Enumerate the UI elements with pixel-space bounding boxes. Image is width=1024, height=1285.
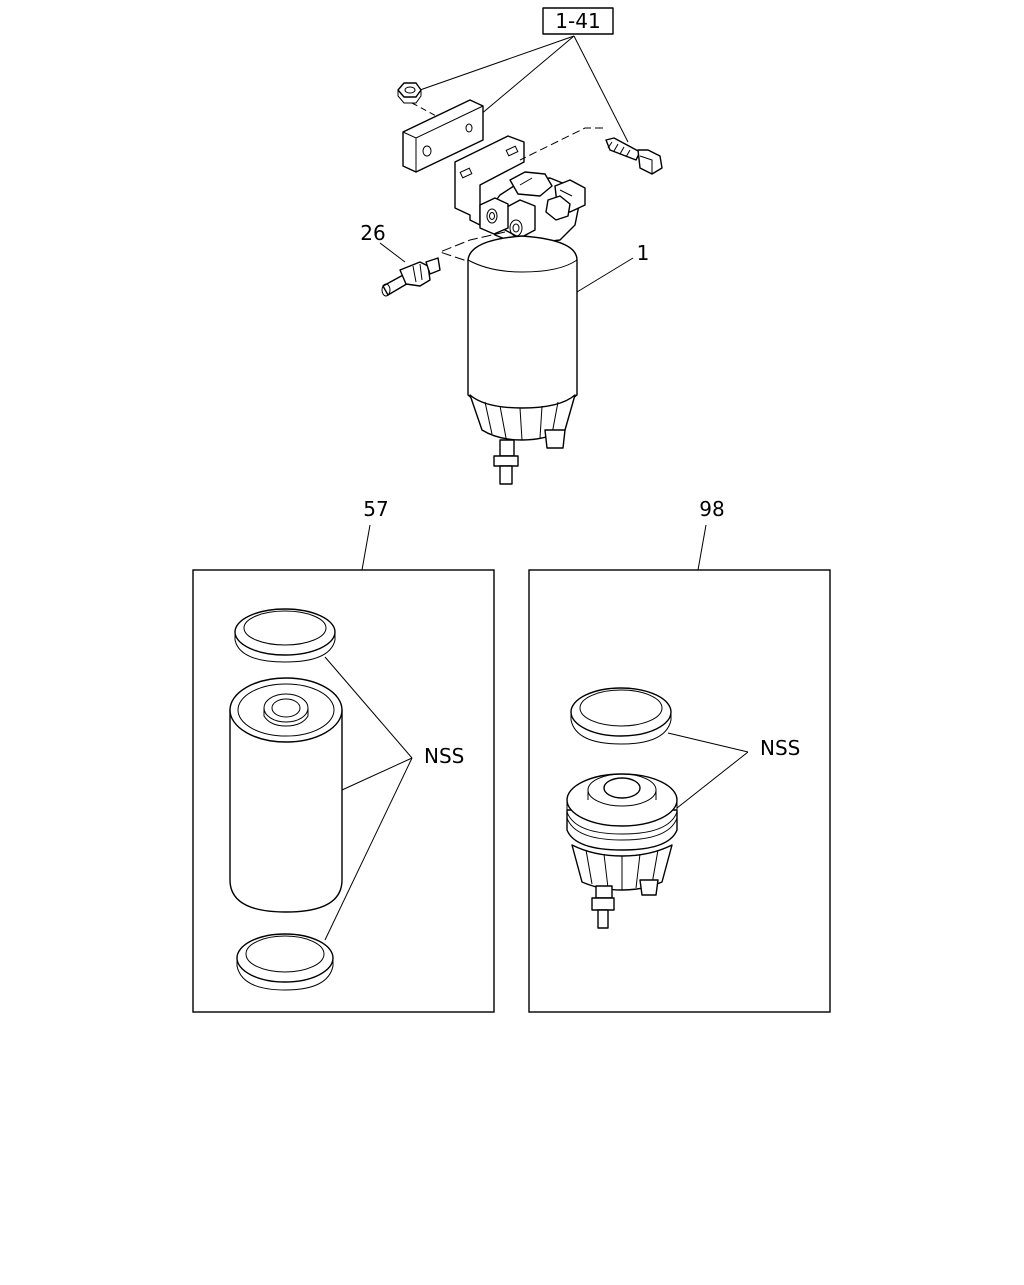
spacer-block-icon [402, 99, 484, 173]
ref-box-leaders [419, 35, 629, 143]
element-kit-panel[interactable]: NSS [192, 569, 495, 1013]
filter-body-icon [467, 235, 578, 411]
filter-head-icon [479, 171, 586, 246]
bolt-dash [519, 127, 603, 161]
top-seal-ring-icon [234, 608, 336, 663]
bowl-nss-label: NSS [760, 736, 800, 760]
filter-leader [576, 257, 634, 293]
element-kit-label: 57 [363, 497, 388, 521]
element-nss-label: NSS [424, 744, 464, 768]
ref-box[interactable]: 1-41 [542, 7, 614, 35]
bowl-icon [469, 394, 576, 485]
filter-assembly-label: 1 [637, 241, 650, 265]
bolt-icon [605, 137, 663, 175]
bowl-kit-label: 98 [699, 497, 724, 521]
nut-dash [411, 102, 441, 119]
filter-element-icon [229, 677, 343, 913]
bowl-kit-panel[interactable]: NSS [528, 569, 831, 1013]
fitting-icon [381, 257, 441, 297]
nut-icon [397, 82, 422, 104]
bowl-kit-leader [697, 524, 707, 571]
fitting-leader [379, 242, 406, 263]
ref-box-label: 1-41 [555, 9, 600, 33]
bowl-seal-ring-icon [570, 687, 672, 745]
element-kit-leader [361, 524, 371, 571]
element-nss-leaders [324, 656, 413, 941]
bottom-seal-ring-icon [236, 933, 334, 991]
water-bowl-icon [566, 773, 678, 929]
fitting-label: 26 [360, 221, 385, 245]
bowl-nss-leaders [667, 732, 749, 809]
